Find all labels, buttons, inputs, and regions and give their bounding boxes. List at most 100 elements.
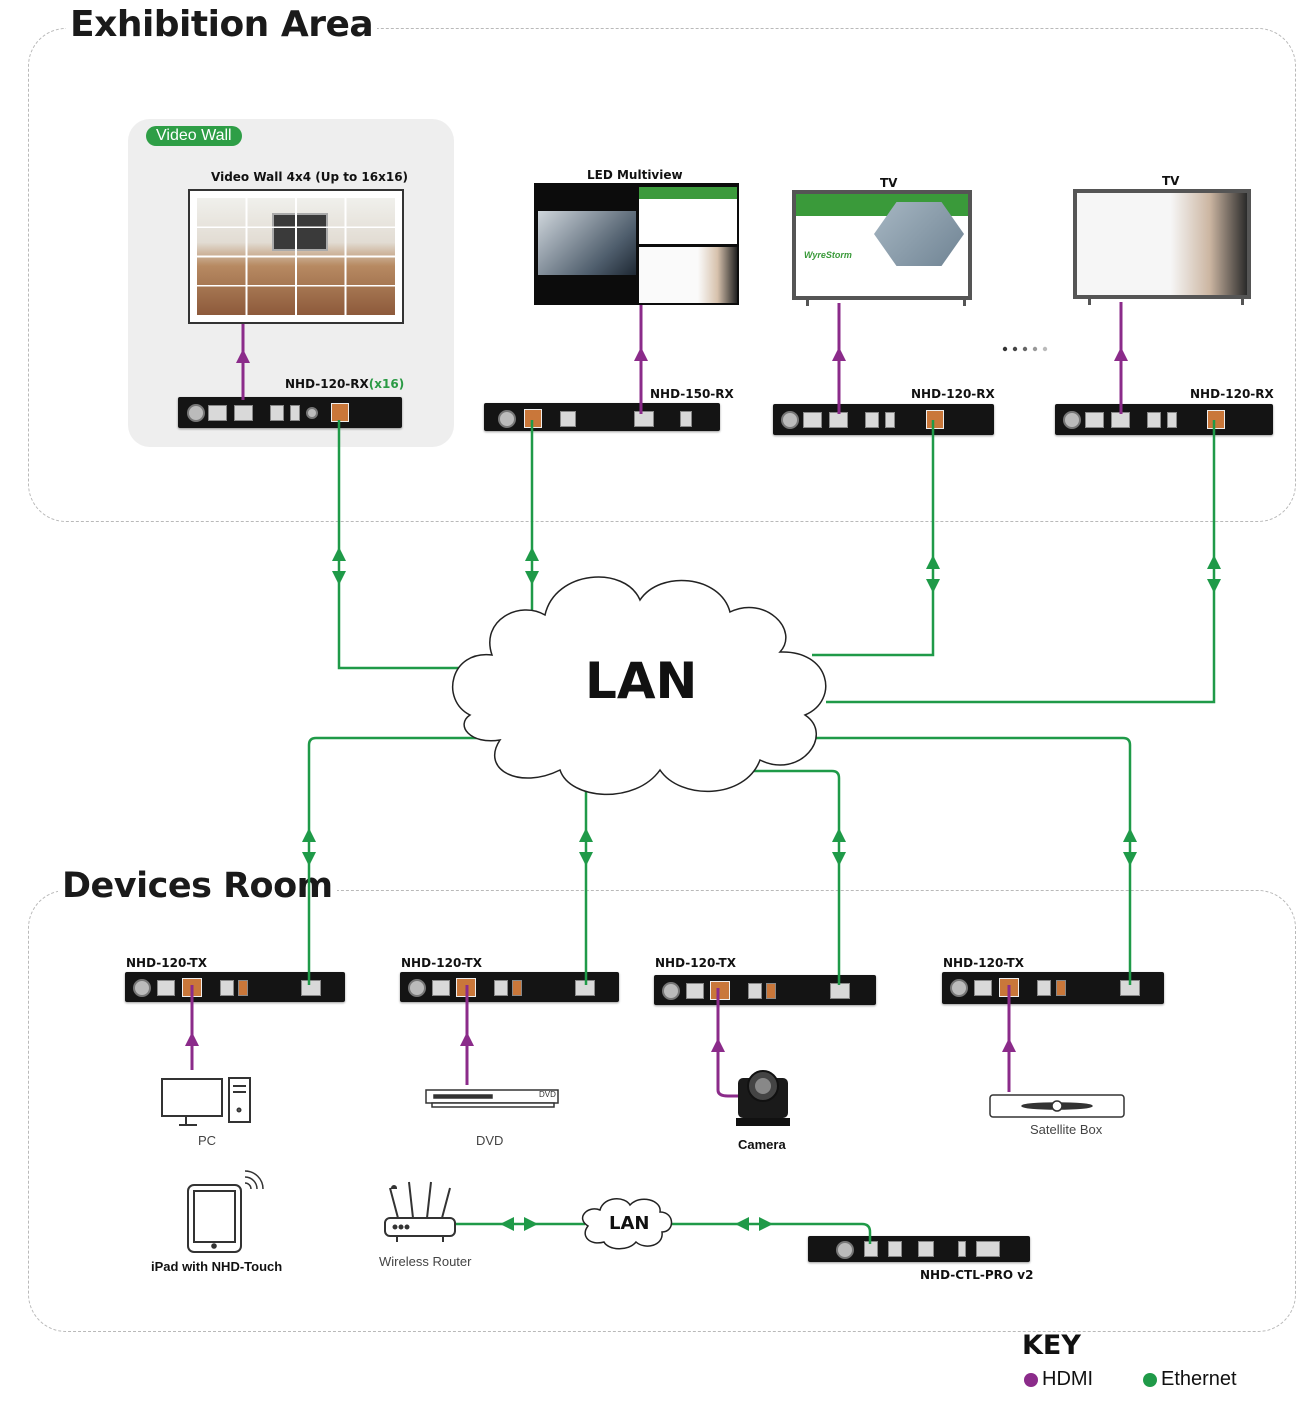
dot-3 bbox=[1022, 346, 1028, 352]
hdmi-arrow-led bbox=[634, 347, 648, 361]
lan-small-label: LAN bbox=[609, 1213, 650, 1234]
lan-main-label: LAN bbox=[585, 652, 698, 710]
ir-port bbox=[290, 405, 300, 421]
eth-line-tx4 bbox=[780, 736, 1132, 985]
tx1-label: NHD-120-TX bbox=[126, 956, 207, 970]
usb-port bbox=[958, 1241, 966, 1257]
hdmi-arrow-dvd bbox=[460, 1032, 474, 1046]
rs232-port bbox=[1147, 412, 1161, 428]
video-wall-rx-model: NHD-120-RX bbox=[285, 377, 369, 391]
dvd-caption: DVD bbox=[476, 1133, 504, 1148]
ipad-icon bbox=[187, 1170, 264, 1253]
audio-in-port bbox=[686, 983, 704, 999]
tv2-title: TV bbox=[1162, 174, 1180, 188]
rs232-port bbox=[270, 405, 284, 421]
tx2-device bbox=[400, 972, 619, 1002]
tv1-stand bbox=[806, 300, 966, 306]
hdmi-out-port bbox=[234, 405, 253, 421]
hdmi-arrow-pc bbox=[185, 1032, 199, 1046]
key-ethernet: Ethernet bbox=[1143, 1368, 1237, 1391]
hdmi-arrow-tv1 bbox=[832, 347, 846, 361]
devices-room-title: Devices Room bbox=[58, 866, 337, 906]
led-multiview-title: LED Multiview bbox=[587, 168, 683, 182]
lan-cloud-main bbox=[452, 576, 827, 796]
eth-line-tx1 bbox=[307, 736, 512, 985]
eth-arrow-controller bbox=[735, 1217, 773, 1231]
eth-arrow-tx2 bbox=[579, 828, 593, 866]
ipad-caption: iPad with NHD-Touch bbox=[151, 1259, 283, 1274]
dc-power-port bbox=[498, 410, 516, 428]
audio-in-port bbox=[974, 980, 992, 996]
tv2-screen bbox=[1073, 189, 1251, 299]
eth-arrow-tx1 bbox=[302, 828, 316, 866]
dvd-front-tag: DVD bbox=[539, 1090, 556, 1099]
video-wall-rx-count: (x16) bbox=[368, 377, 405, 391]
dot-1 bbox=[1002, 346, 1008, 352]
led-pane-brochure bbox=[639, 187, 737, 244]
lan-cloud-small bbox=[581, 1198, 673, 1250]
ir-port bbox=[512, 980, 522, 996]
router-caption: Wireless Router bbox=[379, 1254, 472, 1269]
controller-device bbox=[808, 1236, 1030, 1262]
tx3-label: NHD-120-TX bbox=[655, 956, 736, 970]
audio-in-port bbox=[432, 980, 450, 996]
rs232-port bbox=[220, 980, 234, 996]
tv2-rx-label: NHD-120-RX bbox=[1190, 387, 1274, 401]
eth-line-tv1 bbox=[812, 420, 935, 657]
video-wall-title: Video Wall 4x4 (Up to 16x16) bbox=[211, 170, 409, 184]
led-pane-main bbox=[538, 211, 636, 275]
audio-out-port bbox=[208, 405, 227, 421]
eth-line-video-wall bbox=[337, 420, 462, 670]
key-title: KEY bbox=[1022, 1330, 1081, 1361]
audio-in-port bbox=[157, 980, 175, 996]
eth-line-tv2 bbox=[826, 420, 1216, 704]
hdmi-arrow-camera bbox=[711, 1038, 725, 1052]
video-wall-screen bbox=[188, 189, 404, 324]
ethernet-dot bbox=[1143, 1372, 1157, 1387]
hdmi-arrow-satellite bbox=[1002, 1038, 1016, 1052]
video-wall-grid bbox=[197, 198, 395, 315]
pc-caption: PC bbox=[198, 1133, 217, 1148]
tv1-screen: WyreStorm bbox=[792, 190, 972, 300]
dot-2 bbox=[1012, 346, 1018, 352]
hdmi-out-port bbox=[634, 411, 654, 427]
ir-port bbox=[680, 411, 692, 427]
rs232-port bbox=[865, 412, 879, 428]
ir-port bbox=[766, 983, 776, 999]
rs232-port bbox=[1037, 980, 1051, 996]
hdmi-arrow-tv2 bbox=[1114, 347, 1128, 361]
router-icon bbox=[384, 1181, 456, 1242]
tv2-stand bbox=[1088, 299, 1244, 305]
dc-power-port bbox=[187, 404, 205, 422]
satellite-caption: Satellite Box bbox=[1030, 1122, 1103, 1137]
hdmi-dot bbox=[1024, 1372, 1038, 1387]
lan-poe-port bbox=[926, 410, 944, 429]
dc-power-port bbox=[408, 979, 426, 997]
dvd-icon bbox=[425, 1089, 559, 1108]
pc-icon bbox=[161, 1077, 251, 1126]
eth-arrow-tx3 bbox=[832, 828, 846, 866]
rs232-port bbox=[494, 980, 508, 996]
tx4-label: NHD-120-TX bbox=[943, 956, 1024, 970]
dc-power-port bbox=[662, 982, 680, 1000]
tv1-rx-device bbox=[773, 404, 994, 435]
devices-room-zone bbox=[28, 890, 1296, 1332]
eth-arrow-tv1 bbox=[926, 555, 940, 593]
ir-port bbox=[1056, 980, 1066, 996]
video-wall-rx-device bbox=[178, 397, 402, 428]
eth-arrow-vw bbox=[332, 547, 346, 585]
tv1-hexagons bbox=[874, 202, 964, 266]
lan-port-2 bbox=[888, 1241, 902, 1257]
satellite-box-icon bbox=[989, 1094, 1125, 1118]
led-pane-whiteboard bbox=[639, 247, 737, 303]
hdmi-line-camera bbox=[716, 988, 744, 1098]
eth-arrow-router bbox=[500, 1217, 538, 1231]
lan-poe-port bbox=[301, 980, 321, 996]
dc-power-port bbox=[950, 979, 968, 997]
hdmi-out-port bbox=[918, 1241, 934, 1257]
ir-port bbox=[885, 412, 895, 428]
video-wall-pill: Video Wall bbox=[146, 126, 242, 146]
tv2-rx-device bbox=[1055, 404, 1273, 435]
hdmi-in-port bbox=[710, 981, 730, 1000]
